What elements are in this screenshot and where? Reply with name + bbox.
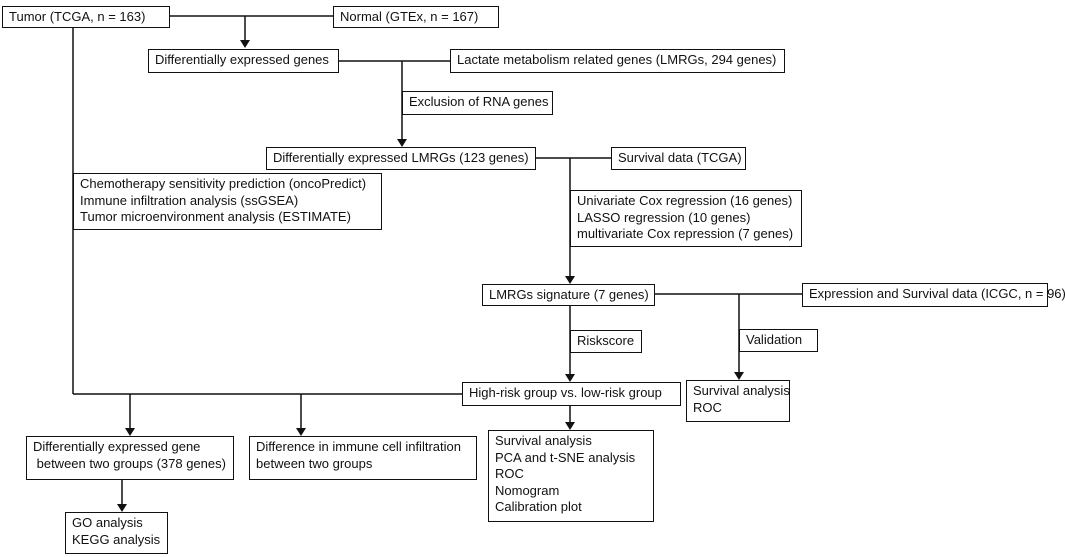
de-lmrgs-box: Differentially expressed LMRGs (123 gene… xyxy=(266,147,536,170)
normal-box: Normal (GTEx, n = 167) xyxy=(333,6,499,28)
validation-output-box: Survival analysis ROC xyxy=(686,380,790,422)
immune-diff-box: Difference in immune cell infiltration b… xyxy=(249,436,477,480)
signature-box: LMRGs signature (7 genes) xyxy=(482,284,655,306)
survival-tcga-box: Survival data (TCGA) xyxy=(611,147,746,170)
arrowhead-immune-diff xyxy=(296,428,306,436)
regression-box: Univariate Cox regression (16 genes) LAS… xyxy=(570,190,802,247)
arrowhead-de-lmrgs xyxy=(397,139,407,147)
arrowhead-risk-groups xyxy=(565,374,575,382)
chemo-analysis-box: Chemotherapy sensitivity prediction (onc… xyxy=(73,173,382,230)
risk-output-box: Survival analysis PCA and t-SNE analysis… xyxy=(488,430,654,522)
risk-groups-box: High-risk group vs. low-risk group xyxy=(462,382,681,406)
tumor-box: Tumor (TCGA, n = 163) xyxy=(2,6,170,28)
deg-box: Differentially expressed genes xyxy=(148,49,339,73)
enrichment-box: GO analysis KEGG analysis xyxy=(65,512,168,554)
lmrgs-box: Lactate metabolism related genes (LMRGs,… xyxy=(450,49,785,73)
exclusion-box: Exclusion of RNA genes xyxy=(402,91,553,115)
validation-box: Validation xyxy=(739,329,818,352)
arrowhead-risk-out xyxy=(565,422,575,430)
icgc-box: Expression and Survival data (ICGC, n = … xyxy=(802,283,1065,307)
arrowhead-validation-out xyxy=(734,372,744,380)
arrowhead-signature xyxy=(565,276,575,284)
deg-groups-box: Differentially expressed gene between tw… xyxy=(26,436,234,480)
arrowhead-deg xyxy=(240,40,250,48)
riskscore-box: Riskscore xyxy=(570,330,642,353)
arrowhead-enrichment xyxy=(117,504,127,512)
arrowhead-deg-groups xyxy=(125,428,135,436)
